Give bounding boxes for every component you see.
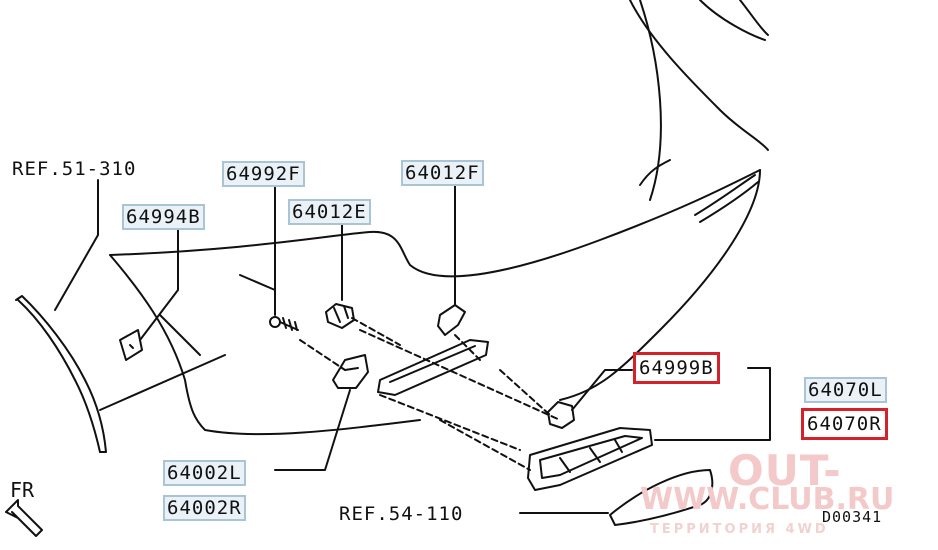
part-64002R-label[interactable]: 64002R (163, 495, 246, 521)
ref-51-310-label[interactable]: REF.51-310 (12, 158, 137, 180)
clip-64994B (119, 224, 179, 361)
part-64070R-label[interactable]: 64070R (801, 408, 888, 440)
part-64012E-label[interactable]: 64012E (288, 199, 371, 225)
part-64002L-label[interactable]: 64002L (163, 460, 246, 486)
part-64999B-label[interactable]: 64999B (633, 352, 720, 384)
side-strip-ref (15, 179, 107, 453)
part-64994B-label[interactable]: 64994B (122, 204, 205, 230)
rear-bumper-outline (99, 0, 769, 436)
reflector-mount-strip (359, 329, 561, 471)
screw-64992F (269, 184, 346, 371)
front-direction-arrow (5, 499, 43, 537)
part-64992F-label[interactable]: 64992F (222, 161, 305, 187)
bracket-64002 (274, 354, 369, 471)
front-direction-label: FR (10, 478, 35, 502)
watermark-line3: ТЕРРИТОРИЯ 4WD (650, 522, 829, 537)
clip-64012F (437, 184, 481, 361)
watermark-line2: WWW.CLUB.RU (640, 482, 895, 517)
diagram-code: D00341 (822, 508, 883, 526)
part-64012F-label[interactable]: 64012F (401, 160, 484, 186)
watermark-line1: OUT- (728, 446, 842, 495)
nut-64999B (499, 369, 633, 429)
part-64070L-label[interactable]: 64070L (804, 377, 887, 403)
reflector-housing-64070 (527, 367, 771, 491)
ref-54-110-label[interactable]: REF.54-110 (339, 503, 464, 525)
clip-64012E (325, 224, 401, 346)
lamp-ref-54-110 (519, 469, 714, 526)
